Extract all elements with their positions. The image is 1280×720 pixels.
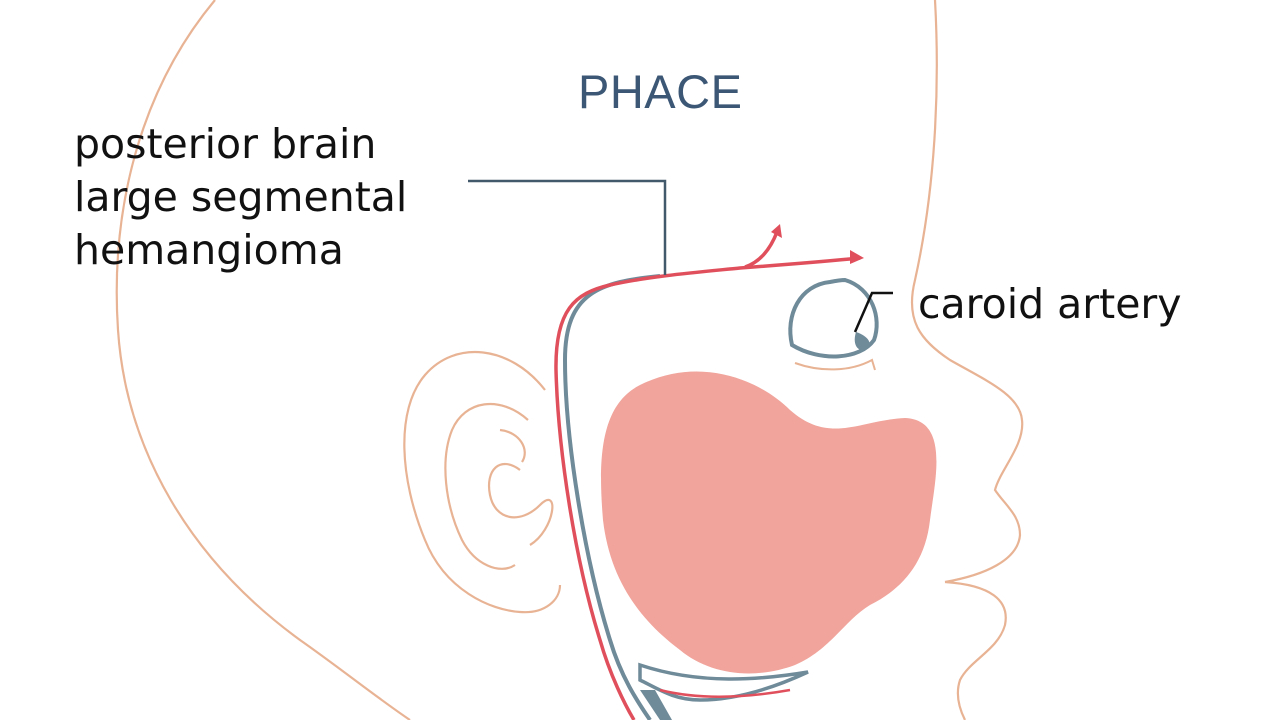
lower-vessel-fill: [640, 690, 672, 720]
ear: [403, 351, 562, 614]
carotid-vessel-slate: [562, 274, 661, 720]
artery-label: caroid artery: [918, 280, 1182, 328]
hemangioma-label-line1: posterior brain: [74, 120, 377, 168]
artery-end-tip: [850, 250, 864, 264]
face-profile: [910, 0, 1024, 720]
eye-pupil: [854, 332, 870, 351]
lower-eyelid: [794, 358, 876, 371]
artery-branch-tip: [771, 224, 782, 238]
lower-vessel-branch: [638, 662, 809, 702]
hemangioma-label-line3: hemangioma: [74, 226, 344, 274]
hemangioma-label: posterior brain large segmental hemangio…: [74, 118, 407, 277]
artery-branch: [744, 231, 779, 269]
hemangioma-label-line2: large segmental: [74, 173, 408, 221]
leader-line-right: [853, 291, 893, 333]
artery-red: [554, 256, 861, 720]
artery-inner-line: [659, 688, 791, 698]
head-outline: [115, 0, 411, 720]
leader-line-left: [468, 179, 667, 275]
hemangioma-lesion: [601, 371, 937, 674]
page-title: PHACE: [578, 65, 743, 118]
